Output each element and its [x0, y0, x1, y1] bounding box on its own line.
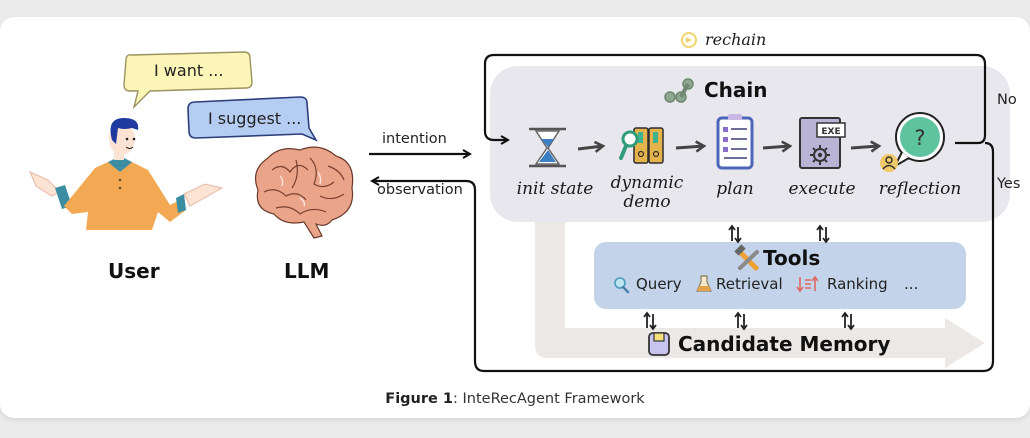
bidirectional-arrows: [643, 224, 855, 331]
chain-link-icon: [664, 78, 694, 103]
step-label-execute: execute: [788, 179, 856, 199]
magnifier-icon: [614, 277, 630, 294]
yes-label: Yes: [997, 176, 1021, 192]
user-label: User: [108, 259, 160, 283]
step-arrow: [850, 146, 879, 148]
binders-search-icon: [619, 127, 664, 164]
memory-flow-arrow: [535, 200, 985, 368]
updown-arrow-icon: [734, 311, 748, 331]
brain-illustration: [255, 146, 354, 239]
figure-caption: Figure 1: InteRecAgent Framework: [0, 391, 1030, 407]
exe-gear-icon: EXE: [799, 117, 846, 169]
step-arrow: [675, 146, 704, 148]
tool-query: Query: [636, 275, 682, 293]
clipboard-checklist-icon: [716, 114, 754, 170]
step-label-line: demo: [623, 192, 671, 212]
flask-icon: [696, 275, 712, 292]
caption-label: Figure 1: [385, 391, 453, 407]
tools-title: Tools: [763, 246, 821, 270]
updown-arrow-icon: [728, 224, 742, 244]
tool-ranking: Ranking: [827, 275, 888, 293]
question-bubble-icon: ?: [880, 112, 945, 172]
updown-arrow-icon: [816, 224, 830, 244]
observation-loop-line: [372, 141, 995, 373]
step-label-reflection: reflection: [878, 179, 962, 199]
step-arrow: [577, 146, 603, 149]
sort-arrows-icon: [796, 275, 819, 293]
memory-title: Candidate Memory: [678, 332, 891, 356]
llm-bubble-text: I suggest ...: [208, 109, 302, 128]
step-label-line: dynamic: [610, 173, 684, 193]
question-mark: ?: [914, 126, 925, 150]
llm-label: LLM: [284, 259, 330, 283]
hourglass-icon: [529, 127, 566, 168]
tool-retrieval: Retrieval: [716, 275, 783, 293]
rechain-loop-line: [483, 53, 987, 143]
hammer-wrench-icon: [734, 244, 759, 271]
user-illustration: [29, 118, 224, 230]
rechain-label: rechain: [705, 30, 767, 49]
no-label: No: [997, 92, 1017, 108]
step-arrow: [762, 146, 790, 148]
exe-text: EXE: [821, 127, 840, 137]
tool-more: ...: [904, 275, 919, 293]
rechain-icon: [681, 32, 697, 48]
step-label-dynamic-demo: dynamic demo: [607, 174, 687, 212]
llm-speech-bubble: [187, 96, 318, 142]
updown-arrow-icon: [643, 311, 657, 331]
step-label-init-state: init state: [516, 179, 594, 199]
caption-text: InteRecAgent Framework: [457, 391, 645, 407]
user-bubble-text: I want ...: [154, 61, 224, 80]
chain-title: Chain: [704, 78, 768, 102]
floppy-disk-icon: [648, 332, 670, 356]
tools-box: [594, 242, 966, 309]
user-speech-bubble: [123, 51, 253, 110]
updown-arrow-icon: [841, 311, 855, 331]
observation-label: observation: [377, 182, 463, 198]
intention-label: intention: [382, 131, 447, 147]
caption-separator: :: [453, 391, 458, 407]
step-label-plan: plan: [716, 179, 754, 199]
